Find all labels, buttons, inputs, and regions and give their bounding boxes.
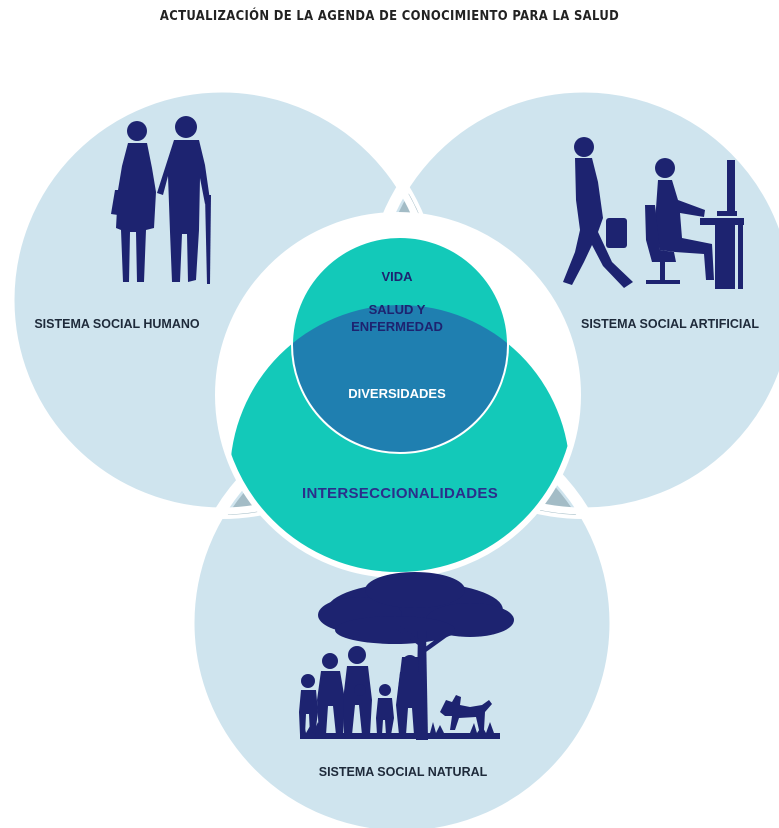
family-tree-dog-icon (299, 572, 514, 740)
diagram-title: ACTUALIZACIÓN DE LA AGENDA DE CONOCIMIEN… (159, 8, 620, 24)
label-salud-line2: ENFERMEDAD (351, 319, 443, 334)
petal-overlap (292, 305, 508, 453)
office-workers-icon (563, 137, 744, 289)
label-diversidades: DIVERSIDADES (348, 386, 446, 401)
label-vida: VIDA (381, 269, 413, 284)
label-human: SISTEMA SOCIAL HUMANO (34, 317, 200, 331)
label-interseccionalidades: INTERSECCIONALIDADES (302, 485, 498, 502)
label-natural: SISTEMA SOCIAL NATURAL (319, 765, 488, 779)
label-salud-line1: SALUD Y (369, 302, 426, 317)
label-artificial: SISTEMA SOCIAL ARTIFICIAL (581, 317, 759, 331)
elderly-couple-icon (111, 116, 211, 284)
